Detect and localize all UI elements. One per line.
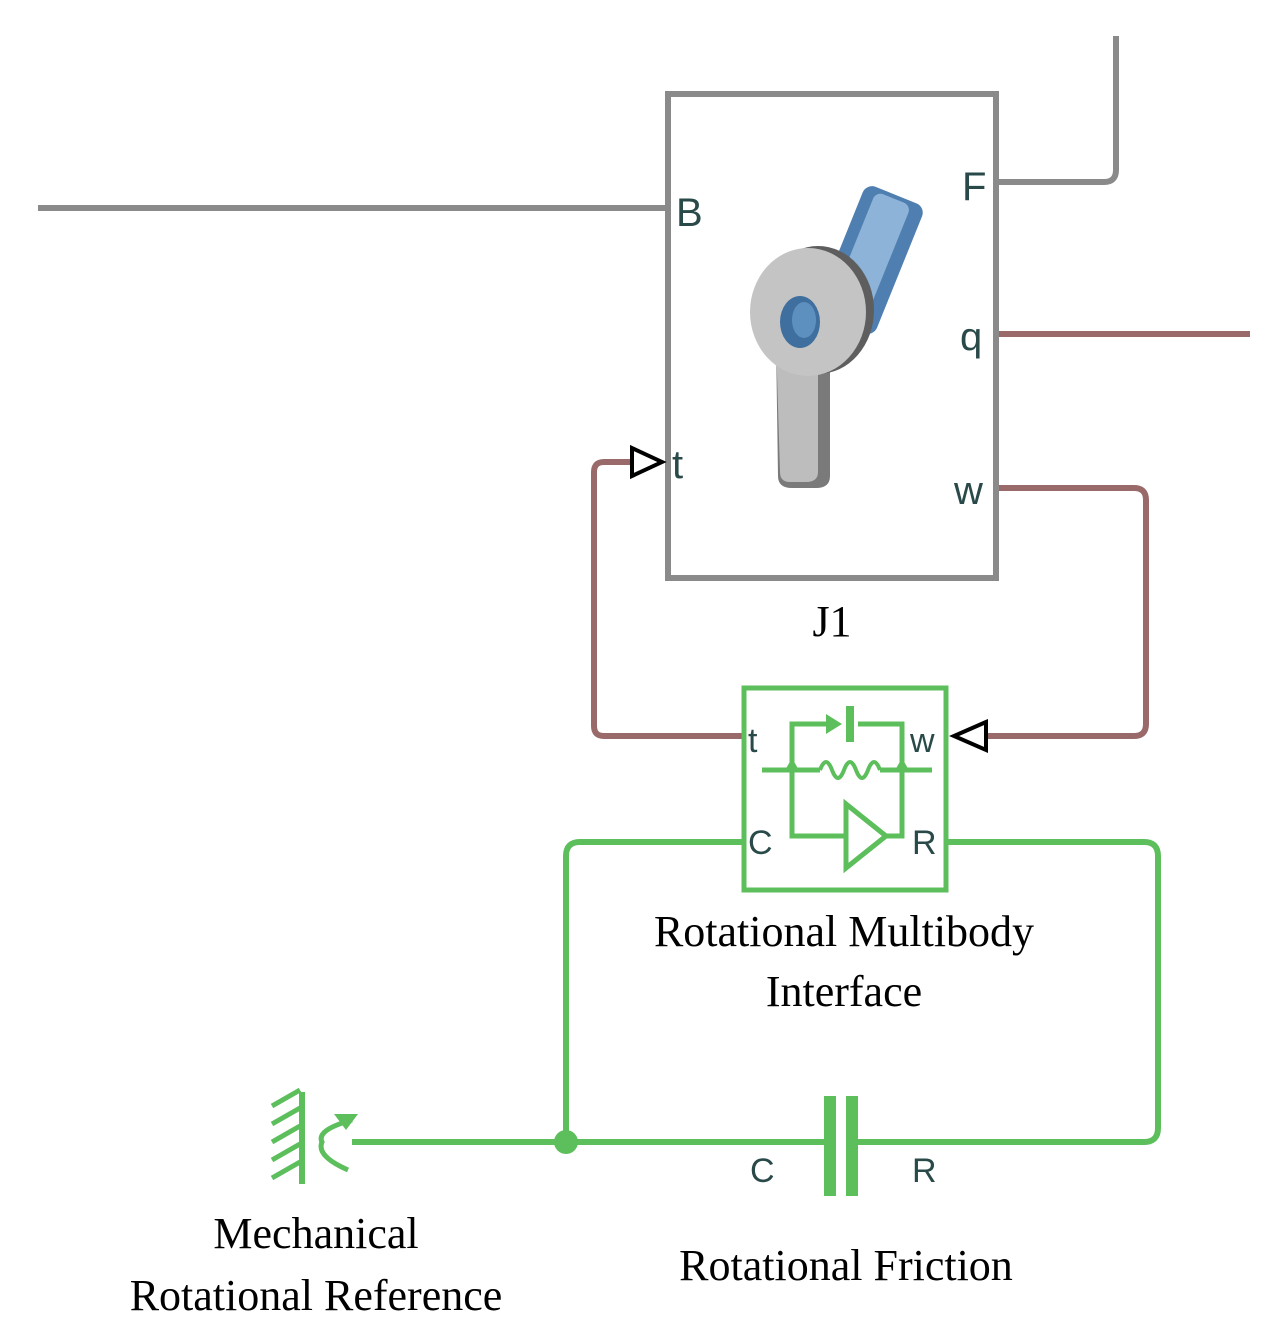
reference-block[interactable] bbox=[270, 1087, 358, 1184]
port-label-t: t bbox=[672, 443, 683, 487]
port-label-w: w bbox=[953, 469, 983, 513]
port-label-t-interface: t bbox=[748, 722, 758, 760]
revolute-joint-block[interactable]: B F q t w bbox=[630, 91, 999, 581]
connection-torque-signal[interactable] bbox=[591, 459, 744, 739]
port-label-w-interface: w bbox=[909, 722, 935, 760]
junction-node bbox=[554, 1130, 578, 1154]
block-name-interface-line2: Interface bbox=[766, 967, 922, 1016]
spring-damper-icon bbox=[762, 706, 932, 874]
friction-plates-icon bbox=[824, 1096, 858, 1196]
ground-hatch-icon bbox=[270, 1087, 358, 1184]
port-label-f: F bbox=[962, 165, 986, 209]
multibody-interface-block[interactable]: t w C R bbox=[741, 685, 988, 893]
connection-velocity-signal[interactable] bbox=[988, 485, 1149, 739]
port-label-c-friction: C bbox=[750, 1152, 775, 1190]
port-label-q: q bbox=[960, 315, 982, 359]
port-label-r-friction: R bbox=[912, 1152, 937, 1190]
block-name-friction: Rotational Friction bbox=[679, 1241, 1013, 1290]
block-name-interface-line1: Rotational Multibody bbox=[654, 907, 1034, 956]
block-name-j1: J1 bbox=[812, 597, 851, 646]
input-port-arrow-w[interactable] bbox=[949, 718, 988, 754]
connection-follower-line[interactable] bbox=[996, 36, 1119, 185]
connection-rod-line[interactable] bbox=[858, 839, 1161, 1145]
input-port-arrow-t[interactable] bbox=[630, 444, 667, 480]
connection-case-line[interactable] bbox=[563, 839, 744, 1142]
friction-block[interactable]: C R bbox=[750, 1096, 937, 1196]
port-label-b: B bbox=[676, 191, 703, 235]
block-name-reference-line2: Rotational Reference bbox=[130, 1271, 503, 1320]
revolute-joint-icon bbox=[750, 186, 923, 488]
port-label-c-interface: C bbox=[748, 824, 773, 862]
port-label-r-interface: R bbox=[912, 824, 937, 862]
block-name-reference-line1: Mechanical bbox=[213, 1209, 418, 1258]
